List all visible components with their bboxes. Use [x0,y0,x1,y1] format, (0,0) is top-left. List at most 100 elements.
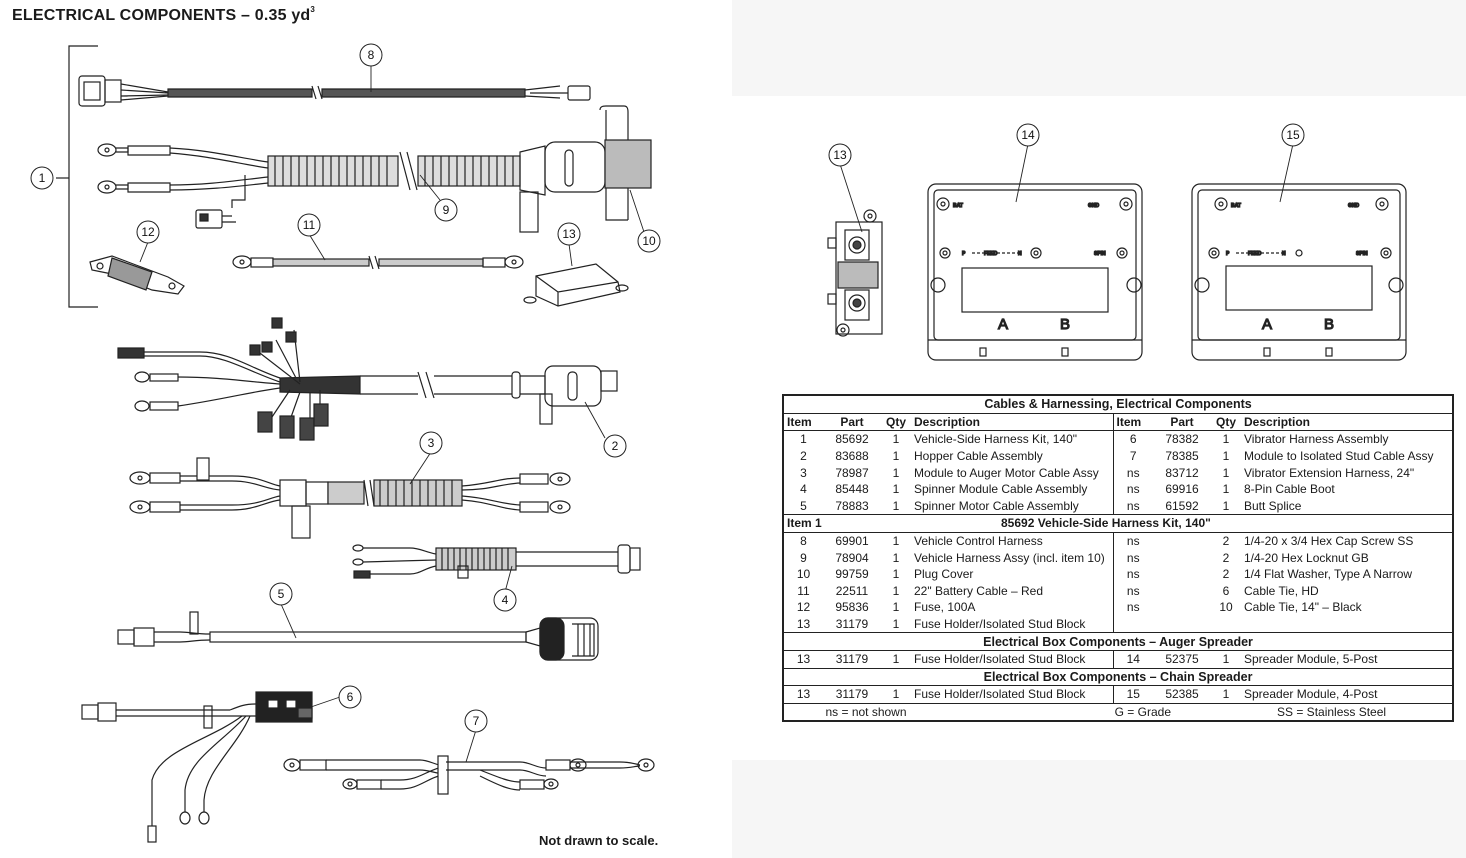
spin-label-14: SPIN [1094,251,1106,257]
gnd-label-14: GND [1088,203,1100,209]
scale-note: Not drawn to scale. [539,833,659,848]
table-cell: 7 [1112,447,1153,465]
callout-11: 11 [303,218,316,232]
callout-2: 2 [612,439,619,453]
table-cell: 2 [800,449,807,464]
table-cell: 52385 [1165,687,1199,702]
n-label-15: N [1282,251,1286,257]
table-cell: 1 [892,432,900,447]
table-cell: 1 [1222,498,1230,513]
callout-10: 10 [642,234,656,248]
table-cell: Hopper Cable Assembly [914,449,1043,464]
page-margin-bottom [732,760,1466,858]
hopper-cable-2 [117,317,618,441]
table-cell: 1 [892,617,900,632]
spreader-module-15: BAT GND P FEED N SPIN A B [1191,183,1407,361]
callout-4: 4 [502,593,509,607]
callout-1: 1 [39,171,46,185]
legend-grade: G = Grade [911,702,1211,722]
table-cell: Vehicle Control Harness [914,534,1043,549]
header-description-2: Description [1241,413,1454,432]
table-cell: 61592 [1165,498,1199,513]
chain-section-row: Electrical Box Components – Chain Spread… [783,667,1454,687]
table-cell: 1 [892,652,900,667]
table-cell: 78987 [835,465,869,480]
bat-label-14: BAT [953,203,963,209]
table-cell: 2 [1222,550,1230,565]
table-cell: 8-Pin Cable Boot [1244,482,1335,497]
table-cell: ns [1112,599,1153,616]
table-cell: 13 [796,652,811,667]
table-cell: 12 [796,600,811,615]
table-cell: 1 [892,482,900,497]
header-description: Description [911,413,1113,432]
table-cell: 4 [800,482,807,497]
table-cell: 1 [892,583,900,598]
table-cell: 31179 [835,617,869,632]
table-cell: 1 [892,600,900,615]
table-cell: ns [1112,480,1153,498]
callout-3: 3 [428,436,435,450]
table-cell [1153,532,1211,549]
a-label-15: A [1262,316,1272,333]
table-cell: 52375 [1165,652,1199,667]
table-cell: 1 [892,465,900,480]
table-cell: 83712 [1165,465,1199,480]
callout-15: 15 [1286,128,1300,142]
gnd-label-15: GND [1348,203,1360,209]
table-cell: 14 [1112,650,1153,668]
table-cell: ns [1112,532,1153,550]
table-cell: 1 [1222,687,1230,702]
table-cell: ns [1112,549,1153,566]
callout-12: 12 [141,225,155,239]
header-part: Part [823,413,881,432]
battery-cable-11 [232,255,524,270]
table-cell: 22" Battery Cable – Red [914,583,1043,598]
table-cell: 1 [892,498,900,513]
b-label-15: B [1324,316,1334,333]
callout-circles [30,43,1305,733]
kit-title: 85692 Vehicle-Side Harness Kit, 140" [881,514,1454,533]
table-cell: Spreader Module, 5-Post [1244,652,1378,667]
table-cell: 1/4 Flat Washer, Type A Narrow [1244,567,1413,582]
parts-table: Cables & Harnessing, Electrical Componen… [782,394,1455,723]
vehicle-control-harness-8 [78,75,591,107]
header-item: Item [783,413,823,432]
table-cell: 1 [1222,432,1230,447]
table-cell: Plug Cover [914,567,974,582]
callout-5: 5 [278,587,285,601]
p-label-14: P [962,251,966,257]
spinner-module-cable-4 [352,544,641,579]
table-cell: ns [1112,582,1153,600]
table-cell [1153,599,1211,616]
table-title: Cables & Harnessing, Electrical Componen… [783,394,1454,414]
callout-8: 8 [368,48,375,62]
leader-lines [139,64,1294,763]
table-cell: 31179 [835,652,869,667]
table-cell: 31179 [835,687,869,702]
table-cell: 99759 [835,567,869,582]
table-cell: 1 [892,687,900,702]
table-cell [1153,583,1211,600]
chain-section-title: Electrical Box Components – Chain Spread… [783,667,1454,687]
isolated-stud-cable-7 [283,755,655,795]
table-cell: Spreader Module, 4-Post [1244,687,1378,702]
kit-bracket [56,45,98,308]
table-cell: 95836 [835,600,869,615]
header-item-2: Item [1112,413,1153,432]
table-cell: 85448 [835,482,869,497]
table-cell [1112,615,1153,633]
table-cell: 15 [1112,685,1153,704]
feed-label-14: FEED [984,251,998,257]
